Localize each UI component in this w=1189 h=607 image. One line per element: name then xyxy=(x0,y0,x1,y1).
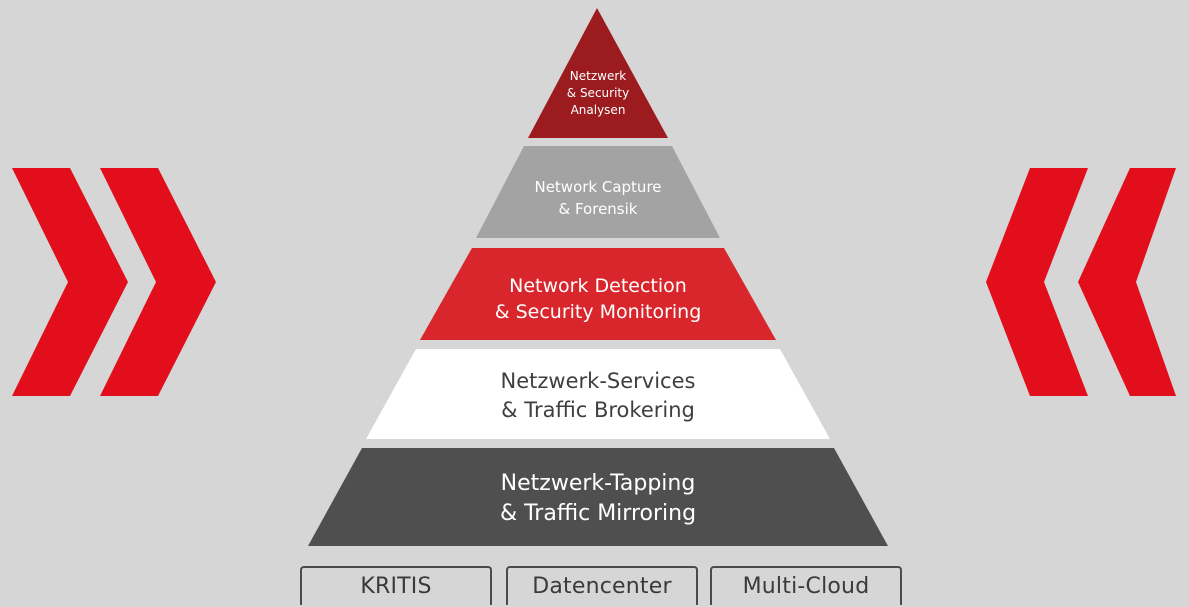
chevron-left-icon-inner xyxy=(1078,168,1176,396)
layer-analysen-line3: Analysen xyxy=(571,103,626,117)
pyramid-layer-analysen xyxy=(528,8,668,138)
base-item-multi-cloud: Multi-Cloud xyxy=(710,566,902,605)
layer-analysen-line2: & Security xyxy=(567,86,629,100)
layer-capture-line2: & Forensik xyxy=(559,200,638,218)
chevron-right-icon-inner xyxy=(100,168,216,396)
layer-tapping-line1: Netzwerk-Tapping xyxy=(501,471,696,496)
pyramid-layer-tapping xyxy=(308,448,888,546)
pyramid-layer-detection xyxy=(420,248,776,340)
layer-capture-line1: Network Capture xyxy=(534,178,661,196)
chevron-left-icon-outer xyxy=(986,168,1088,396)
layer-tapping-line2: & Traffic Mirroring xyxy=(500,501,696,526)
base-item-kritis: KRITIS xyxy=(300,566,492,605)
layer-analysen-line1: Netzwerk xyxy=(570,69,626,83)
layer-detection-line1: Network Detection xyxy=(509,275,687,297)
layer-services-line2: & Traffic Brokering xyxy=(501,398,695,422)
layer-services-line1: Netzwerk-Services xyxy=(501,369,696,393)
base-item-datencenter: Datencenter xyxy=(506,566,698,605)
layer-detection-line2: & Security Monitoring xyxy=(495,301,702,323)
pyramid-layer-capture xyxy=(476,146,720,238)
pyramid-layer-services xyxy=(366,349,830,439)
chevron-right-icon-outer xyxy=(12,168,128,396)
